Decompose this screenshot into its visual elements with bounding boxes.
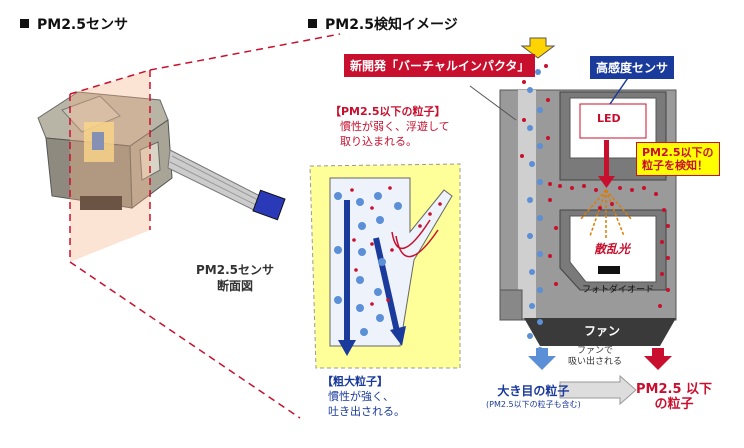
small-particle-dots bbox=[520, 64, 670, 308]
sensor-caption-line1: PM2.5センサ bbox=[196, 263, 274, 277]
detect-label-2: 粒子を検知！ bbox=[642, 159, 708, 172]
beam-arrow-icon bbox=[598, 176, 615, 188]
small-particle-desc-1: 慣性が弱く、浮遊して bbox=[340, 120, 450, 133]
coarse-desc-1: 慣性が強く、 bbox=[328, 390, 394, 403]
fan-note-2: 吸い出される bbox=[568, 357, 623, 367]
square-bullet-icon bbox=[308, 19, 317, 28]
small-particle-note: 【PM2.5以下の粒子】 慣性が弱く、浮遊して 取り込まれる。 bbox=[330, 104, 450, 149]
right-header-text: PM2.5検知イメージ bbox=[325, 17, 458, 33]
fan-out-arrow-icon bbox=[559, 374, 637, 406]
small-out-arrow-icon bbox=[644, 348, 672, 370]
coarse-particle-note: 【粗大粒子】 慣性が強く、 吐き出される。 bbox=[322, 374, 405, 419]
square-bullet-icon bbox=[20, 19, 29, 28]
section-plane bbox=[70, 70, 150, 262]
detect-label-1: PM2.5以下の bbox=[642, 146, 714, 159]
small-particle-title: 【PM2.5以下の粒子】 bbox=[330, 105, 446, 118]
photodiode-label: フォトダイオード bbox=[582, 285, 655, 295]
sensor-caption: PM2.5センサ 断面図 bbox=[196, 262, 274, 294]
inflow-arrow-icon bbox=[520, 37, 556, 59]
small-particle-desc-2: 取り込まれる。 bbox=[340, 135, 417, 148]
coarse-desc-2: 吐き出される。 bbox=[328, 405, 405, 418]
small-out-label-1: PM2.5 以下 bbox=[636, 382, 713, 397]
sensor-housing bbox=[499, 89, 677, 346]
fan-label: ファン bbox=[584, 324, 621, 338]
large-particle-label: 大き目の粒子 bbox=[497, 384, 570, 398]
right-header: PM2.5検知イメージ bbox=[308, 14, 458, 34]
fan-note-1: ファンで bbox=[577, 346, 614, 356]
left-header-text: PM2.5センサ bbox=[37, 17, 128, 33]
large-particle-out: 大き目の粒子 (PM2.5以下の粒子も含む) bbox=[486, 384, 581, 412]
high-sensitivity-label: 高感度センサ bbox=[590, 56, 675, 79]
sensor-caption-line2: 断面図 bbox=[216, 279, 253, 293]
coarse-title: 【粗大粒子】 bbox=[322, 375, 388, 388]
small-out-label-2: の粒子 bbox=[654, 397, 694, 412]
small-particle-out: PM2.5 以下 の粒子 bbox=[636, 382, 712, 412]
virtual-impactor-label: 新開発「バーチャルインパクタ」 bbox=[344, 54, 536, 77]
large-particle-dots bbox=[527, 69, 543, 353]
large-particle-note: (PM2.5以下の粒子も含む) bbox=[486, 400, 581, 409]
large-out-arrow-icon bbox=[528, 348, 556, 370]
scatter-label: 散乱光 bbox=[594, 242, 631, 256]
detect-callout: PM2.5以下の 粒子を検知！ bbox=[636, 142, 720, 176]
fan-note: ファンで 吸い出される bbox=[568, 346, 622, 368]
fan-block bbox=[524, 318, 676, 346]
led-label: LED bbox=[597, 112, 621, 125]
pointer-line bbox=[469, 85, 517, 121]
impactor-inset bbox=[309, 163, 461, 369]
left-header: PM2.5センサ bbox=[20, 14, 128, 34]
projection-lines bbox=[69, 33, 341, 419]
scatter-light-arrows bbox=[579, 189, 633, 240]
led-beam bbox=[604, 140, 609, 176]
